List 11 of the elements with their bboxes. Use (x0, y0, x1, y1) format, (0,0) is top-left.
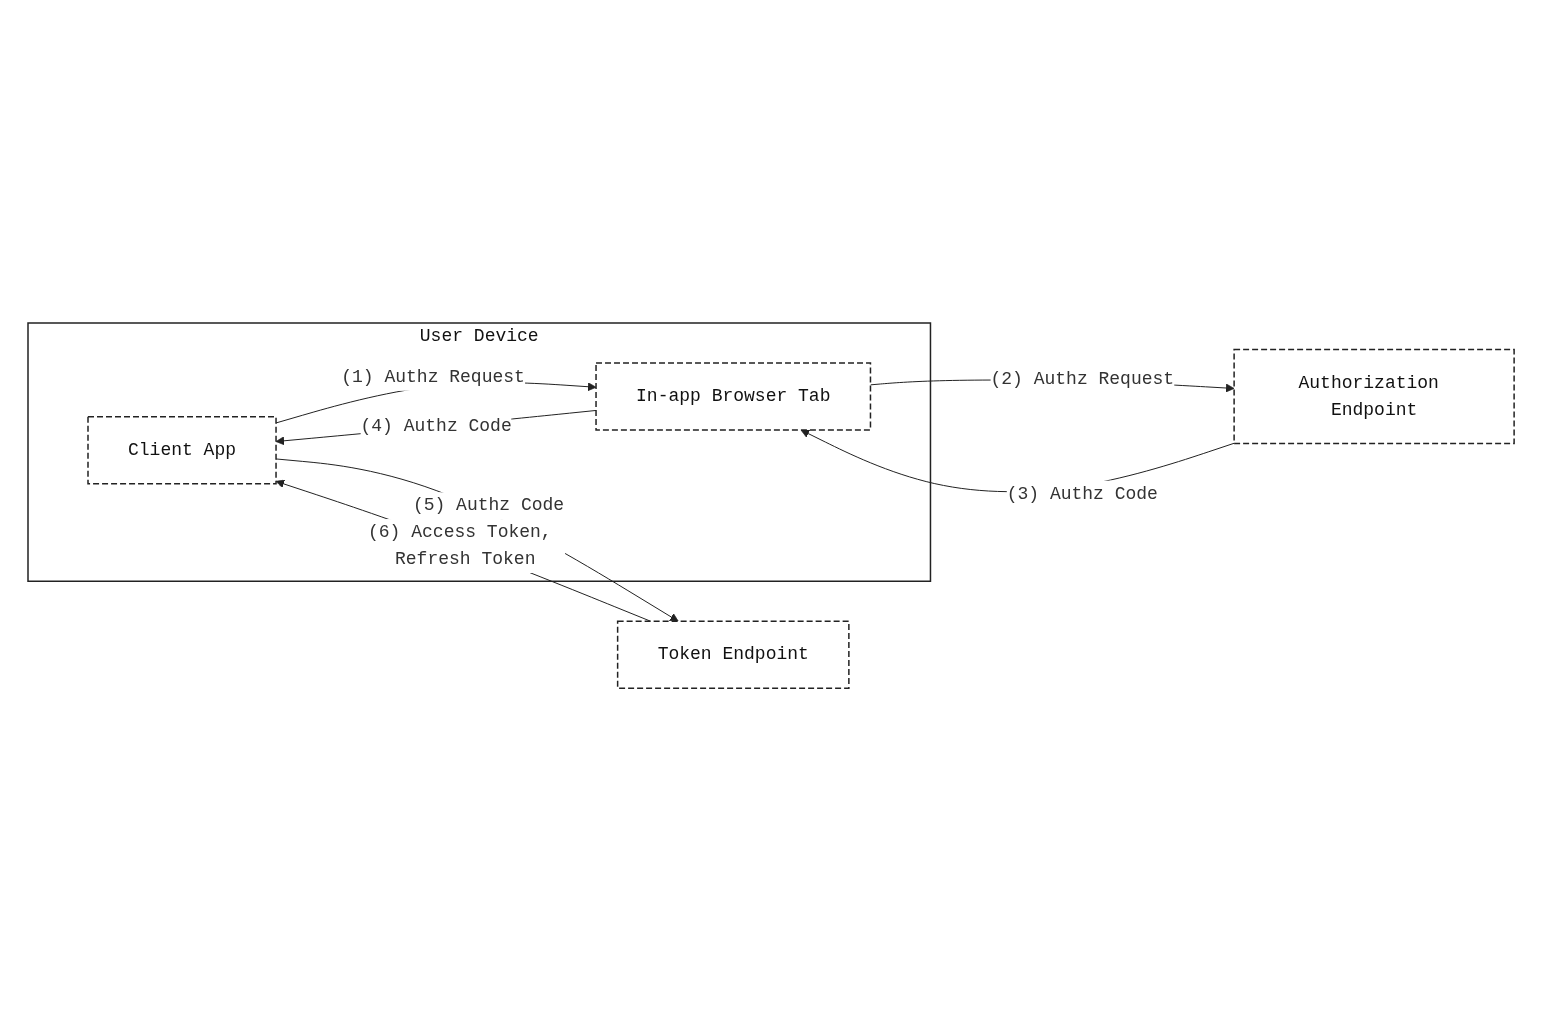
edge-label: (5) Authz Code (412, 495, 565, 516)
edge-label: (6) Access Token, Refresh Token (367, 522, 552, 570)
edge-label: (2) Authz Request (990, 369, 1175, 390)
edge-label: (1) Authz Request (341, 367, 525, 388)
edge-label: (3) Authz Code (1006, 483, 1158, 504)
node-box: Client App (87, 416, 277, 485)
node-box: Authorization Endpoint (1233, 349, 1515, 445)
node-box: Token Endpoint (616, 620, 850, 690)
edge-label: (4) Authz Code (360, 416, 512, 437)
node-box: In-app Browser Tab (595, 362, 872, 432)
arrow (275, 480, 652, 623)
